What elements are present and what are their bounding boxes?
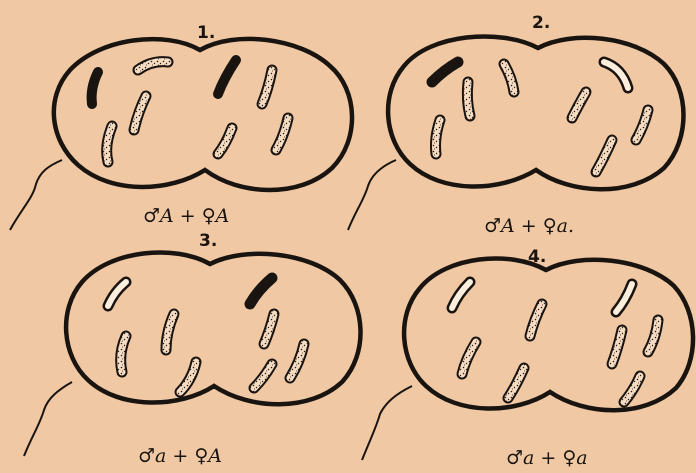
- chromosomes: [102, 272, 310, 398]
- chromosome-dark: [213, 55, 241, 99]
- chromosome-dark: [86, 67, 103, 109]
- cell-tail: [23, 381, 73, 457]
- panel-4: 4. ♂a + ♀a: [361, 247, 696, 469]
- panel-2: 2. ♂A + ♀a.: [347, 13, 686, 237]
- cell-tail: [347, 159, 397, 231]
- chromosome-dark: [426, 56, 464, 88]
- cell-tail: [9, 159, 63, 231]
- cell-tail: [361, 385, 413, 461]
- panel-number: 1.: [197, 23, 215, 43]
- genotype-label: ♂a + ♀a: [506, 447, 588, 469]
- panel-number: 2.: [532, 13, 550, 33]
- chromosomes: [426, 56, 654, 178]
- panel-number: 3.: [199, 231, 217, 251]
- cell-outline: [63, 250, 363, 407]
- cell-outline: [385, 34, 686, 192]
- chromosomes: [446, 276, 664, 408]
- panel-1: 1. ♂A + ♀A: [9, 23, 355, 231]
- panel-3: 3. ♂a + ♀A: [23, 231, 363, 467]
- cell-outline: [51, 36, 355, 193]
- genotype-label: ♂A + ♀A: [143, 205, 229, 227]
- genotype-label: ♂a + ♀A: [138, 445, 222, 467]
- chromosome-dark: [244, 272, 278, 310]
- chromosomes: [86, 55, 294, 168]
- cell-outline: [401, 256, 696, 413]
- genotype-label: ♂A + ♀a.: [484, 215, 574, 237]
